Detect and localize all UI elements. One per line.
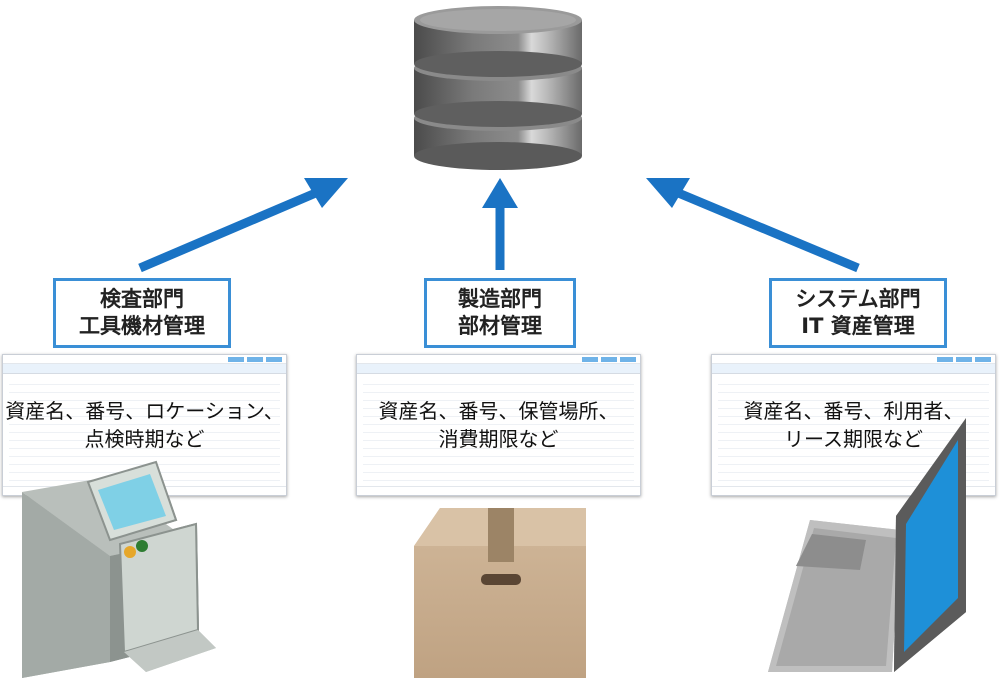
label-inspection-title: 検査部門 [100, 287, 184, 311]
screen-inspection-line1: 資産名、番号、ロケーション、 [5, 399, 284, 423]
label-inspection-subtitle: 工具機材管理 [79, 314, 205, 338]
label-system-subtitle: IT 資産管理 [801, 314, 915, 338]
screen-inspection: 資産名、番号、ロケーション、 点検時期など [2, 354, 287, 496]
label-system-dept: システム部門 IT 資産管理 [769, 278, 947, 348]
label-system-title: システム部門 [795, 287, 921, 311]
screen-system-line2: リース期限など [784, 427, 923, 451]
arrow-center-to-database [482, 178, 518, 270]
arrow-left-to-database [138, 178, 348, 273]
screen-system: 資産名、番号、利用者、 リース期限など [711, 354, 996, 496]
label-manufacturing-subtitle: 部材管理 [458, 314, 542, 338]
cardboard-box-icon [414, 508, 586, 678]
database-icon [414, 6, 582, 170]
label-manufacturing-title: 製造部門 [458, 287, 542, 311]
screen-inspection-line2: 点検時期など [84, 427, 205, 451]
label-inspection-dept: 検査部門 工具機材管理 [53, 278, 231, 348]
label-manufacturing-dept: 製造部門 部材管理 [424, 278, 576, 348]
screen-manufacturing-line2: 消費期限など [438, 427, 559, 451]
screen-manufacturing: 資産名、番号、保管場所、 消費期限など [356, 354, 641, 496]
arrow-right-to-database [646, 178, 860, 273]
screen-manufacturing-line1: 資産名、番号、保管場所、 [378, 399, 619, 423]
screen-system-line1: 資産名、番号、利用者、 [743, 399, 964, 423]
